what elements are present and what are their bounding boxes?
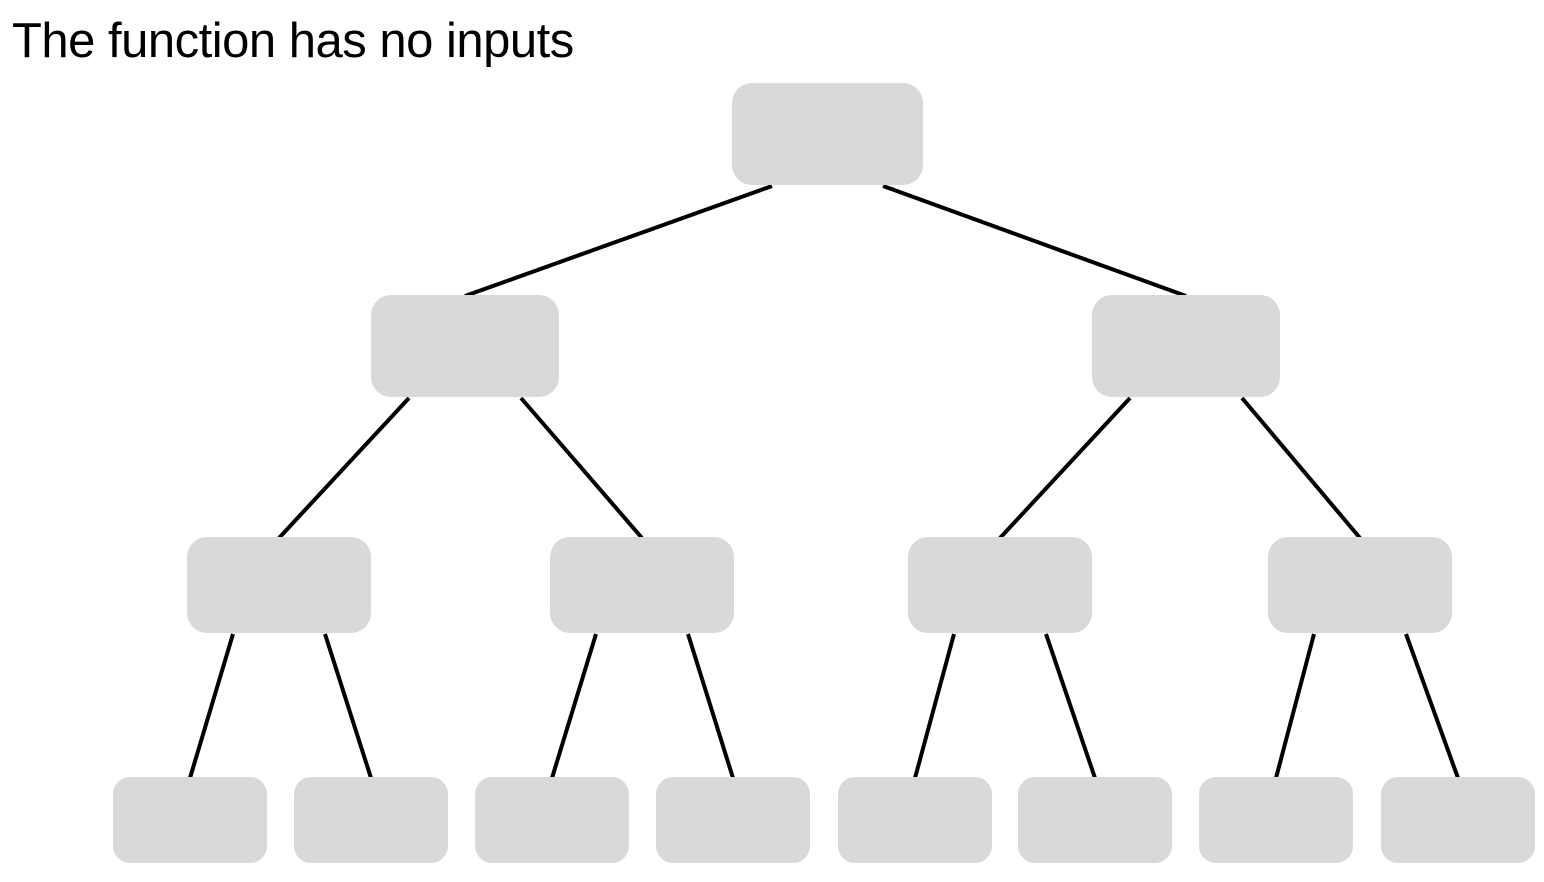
tree-node-leaf-5 xyxy=(838,777,992,863)
tree-node-n-1 xyxy=(371,295,559,397)
tree-node-n-1-2 xyxy=(550,537,734,633)
connector-n-2-1-leaf-6 xyxy=(1044,633,1097,779)
connector-n-1-1-leaf-2 xyxy=(323,633,373,779)
connector-root-n-2 xyxy=(882,184,1187,298)
tree-node-leaf-6 xyxy=(1018,777,1172,863)
connector-n-1-2-leaf-4 xyxy=(686,633,735,779)
connector-n-1-1-leaf-1 xyxy=(188,633,235,779)
connector-n-1-n-1-2 xyxy=(519,396,644,540)
diagram-caption: The function has no inputs xyxy=(12,14,574,68)
connector-n-2-n-2-2 xyxy=(1240,396,1362,540)
tree-node-root xyxy=(732,83,923,185)
connector-n-2-2-leaf-7 xyxy=(1274,633,1316,779)
tree-node-n-2-1 xyxy=(908,537,1092,633)
tree-node-n-1-1 xyxy=(187,537,371,633)
connector-n-2-n-2-1 xyxy=(998,396,1132,540)
connector-n-1-2-leaf-3 xyxy=(550,633,598,779)
tree-node-leaf-2 xyxy=(294,777,448,863)
tree-node-leaf-3 xyxy=(475,777,629,863)
tree-node-leaf-4 xyxy=(656,777,810,863)
tree-node-n-2-2 xyxy=(1268,537,1452,633)
tree-node-leaf-7 xyxy=(1199,777,1353,863)
connector-n-1-n-1-1 xyxy=(277,396,411,540)
tree-node-leaf-1 xyxy=(113,777,267,863)
connector-root-n-1 xyxy=(464,184,773,298)
connector-n-2-1-leaf-5 xyxy=(913,633,956,779)
connector-n-2-2-leaf-8 xyxy=(1404,633,1460,779)
tree-node-n-2 xyxy=(1092,295,1280,397)
tree-node-leaf-8 xyxy=(1381,777,1535,863)
